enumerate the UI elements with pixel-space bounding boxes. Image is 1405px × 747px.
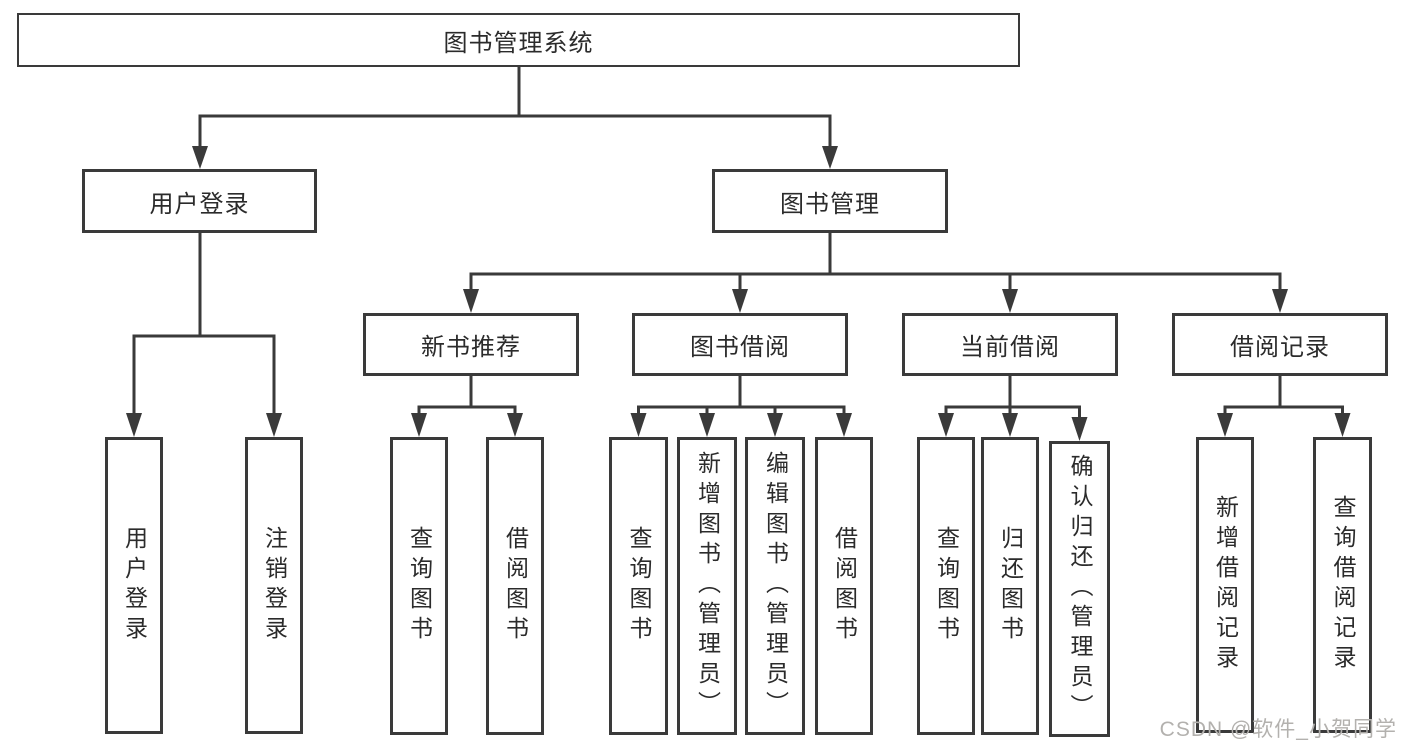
leaf-add-book-admin: 新增图书（管理员） xyxy=(677,437,737,735)
leaf-query-books-borrowing: 查询图书 xyxy=(609,437,668,735)
node-book-borrowing-label: 图书借阅 xyxy=(690,334,790,361)
leaf-borrow-books-recommendation: 借阅图书 xyxy=(486,437,544,735)
node-borrowing-records-label: 借阅记录 xyxy=(1230,334,1330,361)
leaf-borrow-books-borrowing: 借阅图书 xyxy=(815,437,873,735)
node-current-borrowing: 当前借阅 xyxy=(902,313,1118,376)
node-user-login-group: 用户登录 xyxy=(82,169,317,233)
node-library-system: 图书管理系统 xyxy=(17,13,1020,67)
watermark: CSDN @软件_小贺同学 xyxy=(1159,718,1397,741)
node-book-borrowing: 图书借阅 xyxy=(632,313,848,376)
node-current-borrowing-label: 当前借阅 xyxy=(960,334,1060,361)
leaf-edit-book-admin: 编辑图书（管理员） xyxy=(745,437,805,735)
node-book-management-label: 图书管理 xyxy=(780,190,880,218)
leaf-query-books-current: 查询图书 xyxy=(917,437,975,735)
node-book-management: 图书管理 xyxy=(712,169,948,233)
leaf-add-borrow-record: 新增借阅记录 xyxy=(1196,437,1254,733)
node-new-book-recommendation: 新书推荐 xyxy=(363,313,579,376)
leaf-user-login: 用户登录 xyxy=(105,437,163,734)
node-user-login-group-label: 用户登录 xyxy=(149,190,250,218)
leaf-confirm-return-admin: 确认归还（管理员） xyxy=(1049,441,1110,737)
leaf-query-borrow-record: 查询借阅记录 xyxy=(1313,437,1372,733)
node-borrowing-records: 借阅记录 xyxy=(1172,313,1388,376)
leaf-logout: 注销登录 xyxy=(245,437,303,734)
leaf-return-books: 归还图书 xyxy=(981,437,1039,735)
node-library-system-label: 图书管理系统 xyxy=(443,29,594,57)
leaf-query-books-recommendation: 查询图书 xyxy=(390,437,448,735)
node-new-book-recommendation-label: 新书推荐 xyxy=(421,334,521,361)
